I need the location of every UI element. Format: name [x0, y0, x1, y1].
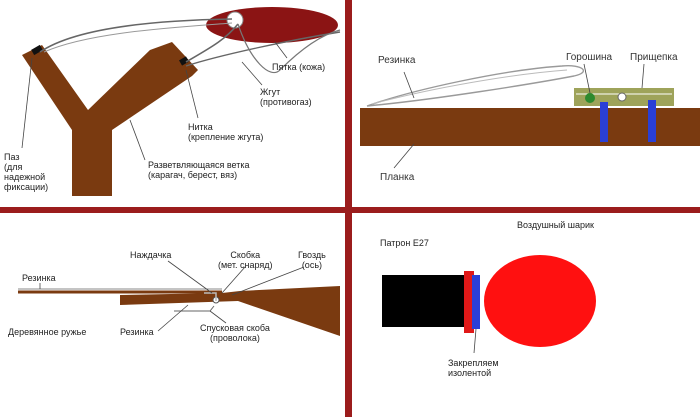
label-nail-line2: (ось) — [301, 260, 323, 270]
label-trigger-line1: Спусковая скоба — [200, 323, 270, 333]
heel-hole — [226, 11, 244, 29]
tape-ring — [472, 275, 480, 329]
tourniquet-right-2 — [185, 31, 341, 67]
panel-gun: Наждачка Скобка (мет. снаряд) Гвоздь (ос… — [0, 213, 345, 417]
bracket-staple — [204, 292, 217, 301]
leader-nail — [231, 266, 305, 296]
label-tourniquet-line2: (противогаз) — [260, 97, 312, 107]
slingshot-fork — [22, 42, 198, 196]
balloon-neck — [464, 271, 474, 333]
label-plank: Планка — [380, 172, 415, 183]
clothespin-drawing — [360, 63, 700, 169]
label-cartridge: Патрон Е27 — [380, 238, 429, 248]
panel-balloon: Воздушный шарик Патрон Е27 Закрепляем из… — [352, 213, 700, 417]
gun-body — [120, 286, 340, 336]
trigger-wire — [174, 305, 215, 312]
leader-pea — [583, 63, 591, 94]
tourniquet-left-2 — [43, 22, 233, 53]
leader-notch — [21, 57, 33, 149]
elastic-band — [366, 64, 585, 107]
label-fix: Закрепляем изолентой — [448, 358, 499, 378]
panel-slingshot: Пятка (кожа) Жгут (противогаз) Нитка (кр… — [0, 0, 345, 207]
label-branch-line1: Разветвляющаяся ветка — [148, 160, 250, 170]
leader-clothespin — [641, 63, 645, 89]
balloon-drawing — [382, 255, 596, 354]
label-branch: Разветвляющаяся ветка (карагач, берест, … — [148, 160, 250, 180]
label-notch: Паз (для надежной фиксации) — [4, 152, 48, 192]
leader-branch — [129, 119, 146, 161]
leader-elastic-bottom — [157, 304, 189, 332]
leader-trigger — [209, 310, 227, 324]
label-thread: Нитка (крепление жгута) — [188, 122, 263, 142]
leader-tourniquet — [241, 61, 263, 86]
label-notch-line1: Паз — [4, 152, 20, 162]
label-sandpaper: Наждачка — [130, 250, 172, 260]
band-right — [648, 100, 656, 142]
gun-drawing — [18, 260, 340, 336]
label-balloon: Воздушный шарик — [517, 220, 594, 230]
label-nail: Гвоздь (ось) — [298, 250, 326, 270]
label-bracket: Скобка (мет. снаряд) — [218, 250, 273, 270]
label-tourniquet-line1: Жгут — [260, 87, 281, 97]
leader-elastic — [403, 71, 415, 99]
notch-left — [31, 44, 43, 56]
leader-thread — [185, 69, 199, 119]
tourniquet-loop — [237, 23, 341, 73]
label-bracket-line2: (мет. снаряд) — [218, 260, 273, 270]
label-thread-line1: Нитка — [188, 122, 213, 132]
balloon — [484, 255, 596, 347]
label-clothespin: Прищепка — [630, 52, 678, 63]
label-fix-line2: изолентой — [448, 368, 492, 378]
label-pea: Горошина — [566, 52, 613, 63]
label-heel: Пятка (кожа) — [272, 62, 326, 72]
cartridge-e27 — [382, 275, 464, 327]
leader-plank — [393, 143, 415, 169]
label-handle: Деревянное ружье — [8, 327, 87, 337]
leader-sandpaper — [167, 260, 213, 294]
label-thread-line2: (крепление жгута) — [188, 132, 264, 142]
label-notch-line3: надежной — [4, 172, 46, 182]
elastic-band-2 — [371, 69, 568, 105]
label-elastic: Резинка — [378, 55, 416, 66]
label-elastic-top: Резинка — [22, 273, 56, 283]
clothespin-spring — [617, 92, 627, 102]
label-notch-line2: (для — [4, 162, 23, 172]
slingshot-drawing — [21, 7, 341, 196]
label-elastic-bottom: Резинка — [120, 327, 154, 337]
label-branch-line2: (карагач, берест, вяз) — [148, 170, 238, 180]
leader-fix — [473, 328, 477, 354]
notch-right — [179, 56, 189, 66]
tourniquet-left — [39, 18, 233, 53]
heel-pouch — [206, 7, 338, 43]
label-bracket-line1: Скобка — [230, 250, 261, 260]
label-notch-line4: фиксации) — [4, 182, 49, 192]
pea — [585, 93, 595, 103]
label-trigger-line2: (проволока) — [210, 333, 260, 343]
leader-bracket — [221, 266, 246, 294]
leader-heel — [274, 41, 288, 59]
label-fix-line1: Закрепляем — [448, 358, 499, 368]
panel-clothespin: Резинка Горошина Прищепка Планка — [352, 0, 700, 207]
tourniquet-right — [185, 23, 239, 63]
label-nail-line1: Гвоздь — [298, 250, 326, 260]
band-left — [600, 102, 608, 142]
label-tourniquet: Жгут (противогаз) — [260, 87, 312, 107]
label-trigger: Спусковая скоба (проволока) — [200, 323, 270, 343]
plank — [360, 108, 700, 146]
